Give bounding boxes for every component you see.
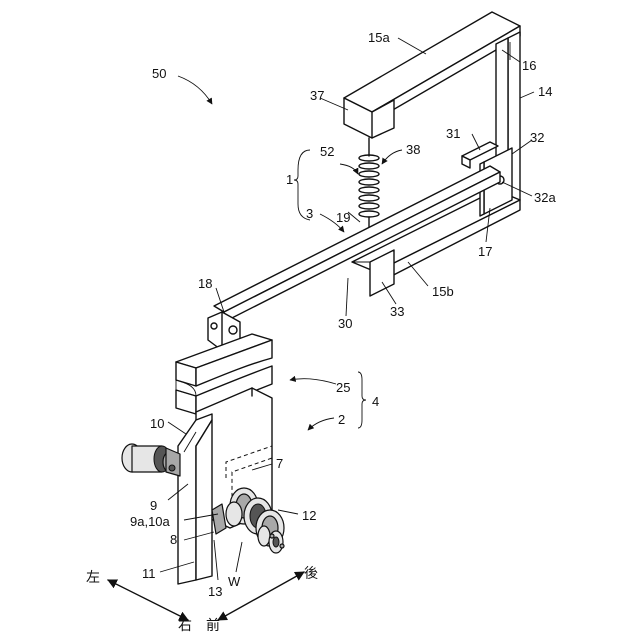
support-frame bbox=[344, 12, 520, 296]
label-30: 30 bbox=[338, 316, 352, 331]
label-14: 14 bbox=[538, 84, 552, 99]
label-2: 2 bbox=[338, 412, 345, 427]
label-50: 50 bbox=[152, 66, 166, 81]
label-18: 18 bbox=[198, 276, 212, 291]
direction-right-label: 右 bbox=[178, 618, 192, 634]
label-13: 13 bbox=[208, 584, 222, 599]
label-19: 19 bbox=[336, 210, 350, 225]
direction-left-label: 左 bbox=[86, 570, 100, 586]
label-17: 17 bbox=[478, 244, 492, 259]
label-38: 38 bbox=[406, 142, 420, 157]
actuator-cylinder bbox=[122, 444, 180, 476]
label-15b: 15b bbox=[432, 284, 454, 299]
label-11: 11 bbox=[142, 566, 156, 581]
label-9: 9 bbox=[150, 498, 157, 513]
label-25: 25 bbox=[336, 380, 350, 395]
label-32: 32 bbox=[530, 130, 544, 145]
direction-back-label: 後 bbox=[304, 566, 318, 582]
label-31: 31 bbox=[446, 126, 460, 141]
side-clamp-plate bbox=[178, 414, 212, 584]
label-32a: 32a bbox=[534, 190, 556, 205]
label-8: 8 bbox=[170, 532, 177, 547]
label-33: 33 bbox=[390, 304, 404, 319]
label-37: 37 bbox=[310, 88, 324, 103]
label-12: 12 bbox=[302, 508, 316, 523]
label-16: 16 bbox=[522, 58, 536, 73]
direction-indicator bbox=[108, 572, 304, 620]
label-52: 52 bbox=[320, 144, 334, 159]
label-3: 3 bbox=[306, 206, 313, 221]
tension-spring bbox=[359, 138, 379, 230]
label-15a: 15a bbox=[368, 30, 390, 45]
direction-front-label: 前 bbox=[206, 617, 220, 634]
label-7: 7 bbox=[276, 456, 283, 471]
label-4: 4 bbox=[372, 394, 379, 409]
label-W: W bbox=[228, 574, 241, 589]
label-1: 1 bbox=[286, 172, 293, 187]
label-9a-10a: 9a,10a bbox=[130, 514, 171, 529]
label-10: 10 bbox=[150, 416, 164, 431]
lever-arm bbox=[214, 166, 500, 322]
